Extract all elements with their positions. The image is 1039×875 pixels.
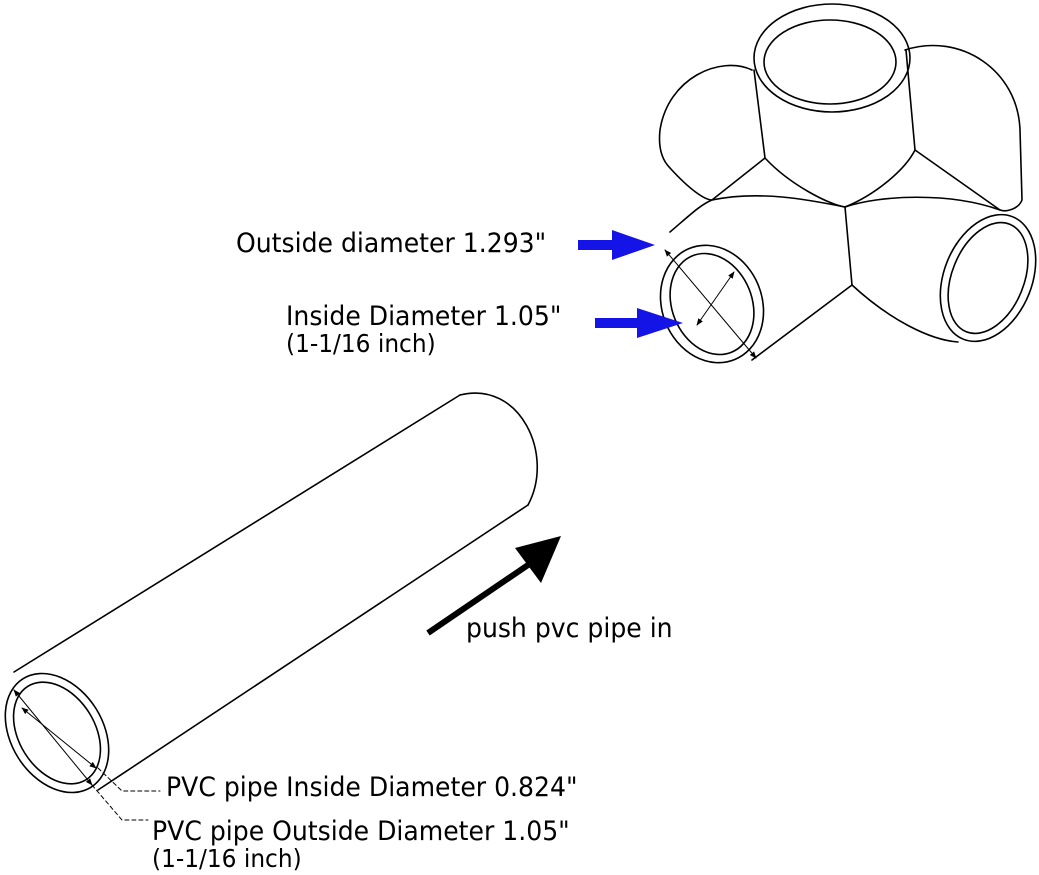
pipe-outside-diameter-fraction: (1-1/16 inch) [152,844,302,873]
fitting-left-lobe [658,64,766,201]
inside-diameter-arrow [595,308,683,338]
pipe-inside-diameter-label: PVC pipe Inside Diameter 0.824" [166,772,578,803]
fitting-seam-right [844,196,1001,211]
pipe-end-outer-rim [4,672,110,794]
fitting-top-socket-body [753,49,916,208]
fitting-top-socket-bore [763,19,897,105]
fitting-outside-diameter-line [664,249,757,359]
fitting-top-socket-rim [753,3,911,113]
pipe-top-edge [13,394,461,673]
inside-diameter-leader [97,767,161,792]
fitting-inside-diameter-label: Inside Diameter 1.05" [286,301,562,332]
fitting-inside-diameter-fraction: (1-1/16 inch) [286,329,436,358]
fitting-inside-diameter-line [696,271,735,326]
pipe-outside-diameter-label: PVC pipe Outside Diameter 1.05" [152,816,570,847]
fitting-seam-down [844,206,853,286]
pipe-outside-diameter-line [13,689,93,786]
outside-diameter-arrow [578,230,655,260]
fitting-right-socket-body [851,284,959,343]
pvc-fitting [658,3,1037,364]
fitting-left-socket-body [669,199,853,361]
outside-diameter-leader [91,784,149,821]
pipe-bottom-edge [97,504,529,791]
fitting-right-socket-rim [939,213,1037,343]
fitting-right-lobe [904,44,1023,212]
fitting-right-socket-bore [947,221,1029,335]
push-instruction-label: push pvc pipe in [466,613,673,644]
push-arrow [426,536,561,636]
pipe-end-inner-bore [12,681,102,785]
fitting-outside-diameter-label: Outside diameter 1.293" [236,228,547,259]
pipe-inside-diameter-line [21,707,97,769]
fitting-seam-left [711,195,846,208]
pvc-pipe [4,392,538,794]
pipe-far-end [459,392,538,506]
